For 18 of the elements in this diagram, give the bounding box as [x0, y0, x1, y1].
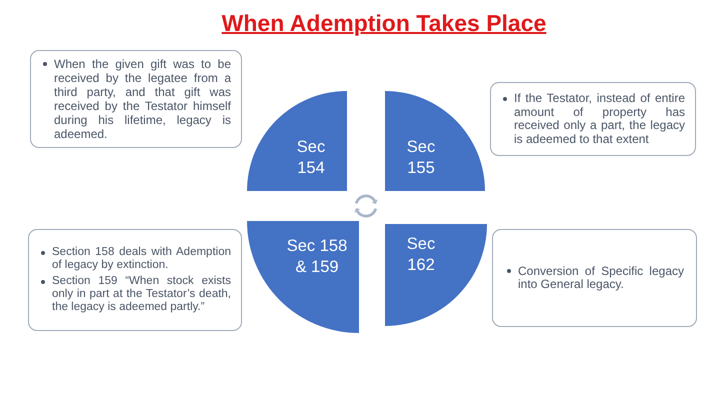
section-label: Sec 158 & 159 — [286, 236, 348, 278]
bullet-text: If the Testator, instead of entire amount of property has received only a part, the legacy is adeemed to that extent — [514, 92, 685, 146]
bullet-text: Section 158 deals with Ademption of legacy by extinction. — [52, 246, 231, 272]
text-panel — [30, 50, 242, 148]
text-panel — [490, 82, 696, 156]
bullet-text: Conversion of Specific legacy into General legacy. — [518, 264, 684, 292]
section-label: Sec 162 — [406, 234, 436, 276]
section-label: Sec 154 — [296, 137, 326, 179]
title: When Ademption Takes Place — [222, 9, 546, 37]
quadrant-segment — [385, 224, 487, 326]
quadrant-segment — [247, 221, 359, 333]
bullet-text: Section 159 “When stock exists only in part at the Testator’s death, the legacy is adeemed partly.” — [52, 275, 231, 314]
text-panel — [492, 229, 697, 327]
bullet-text: When the given gift was to be received by the legatee from a third party, and that gift was received by the Testator himself during his lifetime, legacy is adeemed. — [54, 57, 231, 141]
quadrant-segment — [247, 91, 347, 191]
section-label: Sec 155 — [406, 137, 436, 179]
quadrant-segment — [385, 91, 485, 191]
text-panel — [28, 229, 242, 331]
